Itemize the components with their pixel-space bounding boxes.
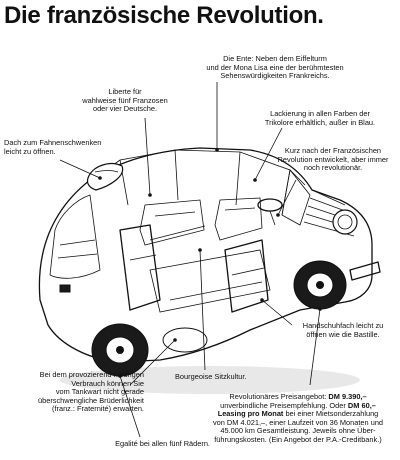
callout-ente: Die Ente: Neben dem Eiffelturm und der M… xyxy=(206,54,344,81)
headline: Die französische Revolution. xyxy=(4,2,324,29)
callout-handschuhfach: Handschuhfach leicht zu öffnen wie die B… xyxy=(302,321,384,339)
rear-hatch xyxy=(49,194,101,279)
callout-liberte: Liberte für wahlweise fünf Franzosen ode… xyxy=(82,87,168,114)
callout-verbrauch: Bei dem provozierend niedrigen Verbrauch… xyxy=(38,370,144,414)
callout-fahnenschwenken: Dach zum Fahnenschwenken leicht zu öffne… xyxy=(4,138,102,156)
steering-wheel xyxy=(257,198,283,212)
front-seat xyxy=(214,197,263,241)
spare-wheel xyxy=(162,327,208,353)
headlight xyxy=(332,209,358,235)
windshield xyxy=(281,169,311,226)
ground-shadow xyxy=(60,366,360,394)
front-bumper xyxy=(349,261,381,281)
callout-preisangebot: Revolutionäres Preisangebot: DM 9.390,– … xyxy=(198,392,398,445)
preis-amount: DM 9.390,– xyxy=(328,392,367,401)
callout-egalite: Egalité bei allen fünf Rädern. xyxy=(115,439,210,448)
preis-leasing-label: Leasing pro Monat xyxy=(217,409,284,419)
preis-mid: unverbindliche Preisempfehlung. Oder xyxy=(220,400,346,410)
rear-seat xyxy=(139,199,205,246)
callout-kurz: Kurz nach der Französischen Revolution e… xyxy=(277,146,389,173)
preis-leasing-amount: DM 60,– xyxy=(347,400,376,410)
rear-door xyxy=(119,224,161,311)
callout-leaders xyxy=(59,82,322,438)
front-door xyxy=(224,239,269,313)
preis-intro: Revolutionäres Preisangebot: xyxy=(229,392,329,401)
tail-light xyxy=(59,284,71,293)
callout-lackierung: Lackierung in allen Farben der Trikolore… xyxy=(264,109,376,127)
rolled-roof xyxy=(86,163,124,191)
callout-sitzkultur: Bourgeoise Sitzkultur. xyxy=(175,372,247,381)
floor xyxy=(149,249,271,313)
preis-rest: bei einer Mietsonderzahlung von DM 4.021… xyxy=(212,409,384,444)
